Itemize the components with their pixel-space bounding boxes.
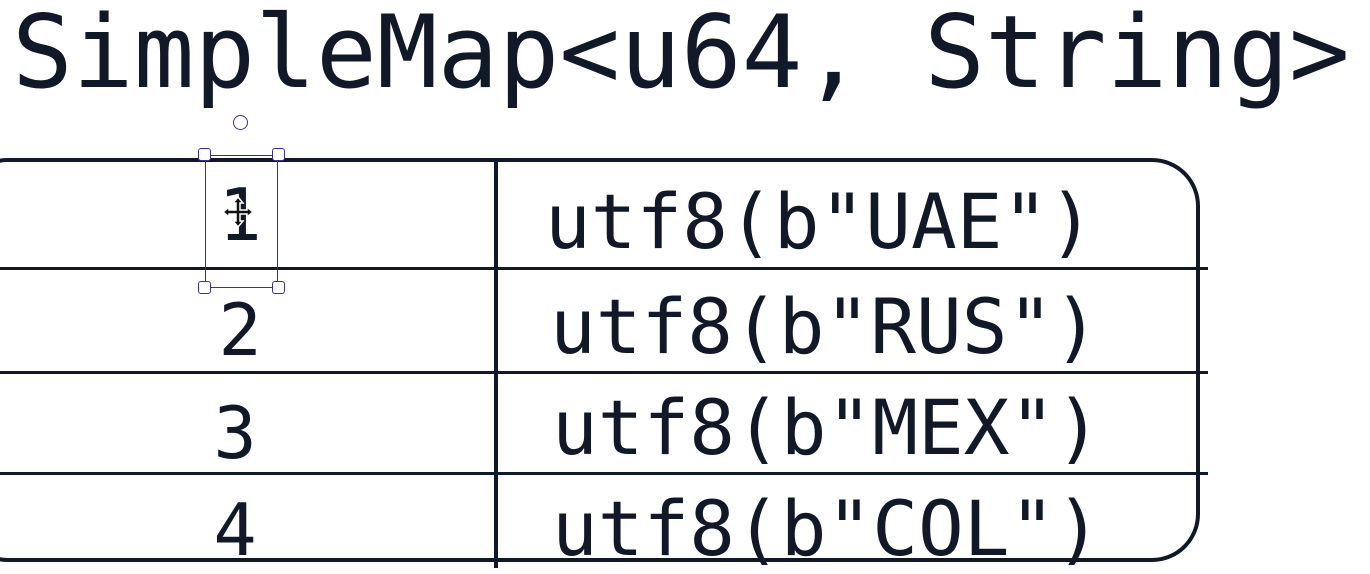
- map-table[interactable]: [0, 158, 1200, 562]
- value-cell[interactable]: utf8(b"MEX"): [552, 383, 1102, 472]
- key-cell[interactable]: 4: [213, 488, 257, 572]
- resize-handle-ne[interactable]: [272, 148, 285, 161]
- row-divider: [0, 267, 1208, 270]
- value-cell[interactable]: utf8(b"UAE"): [545, 177, 1095, 266]
- resize-handle-sw[interactable]: [198, 281, 211, 294]
- resize-handle-nw[interactable]: [198, 148, 211, 161]
- move-cursor-icon: [221, 195, 255, 229]
- selection-box[interactable]: [205, 155, 278, 288]
- value-cell[interactable]: utf8(b"RUS"): [550, 282, 1100, 371]
- resize-handle-se[interactable]: [272, 281, 285, 294]
- key-cell[interactable]: 2: [218, 288, 262, 372]
- rotate-handle[interactable]: [233, 115, 248, 130]
- row-divider: [0, 472, 1208, 475]
- column-divider: [494, 158, 498, 568]
- value-cell[interactable]: utf8(b"COL"): [552, 484, 1102, 573]
- key-cell[interactable]: 3: [213, 391, 257, 475]
- diagram-title[interactable]: SimpleMap<u64, String>: [12, 0, 1350, 111]
- row-divider: [0, 371, 1208, 374]
